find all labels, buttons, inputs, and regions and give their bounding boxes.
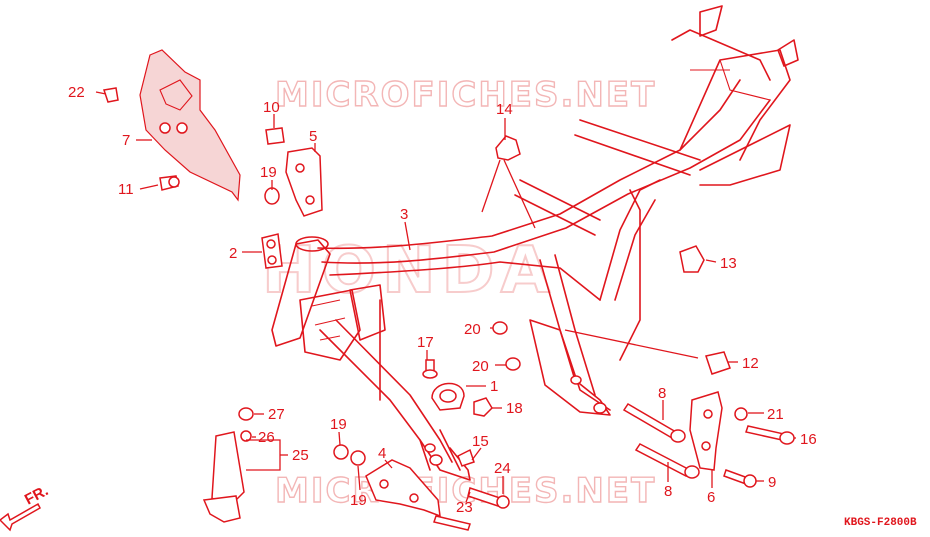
callout-20-lower: 20 <box>472 358 489 375</box>
callout-19-lower: 19 <box>330 416 347 433</box>
callout-23: 23 <box>456 499 473 516</box>
collar-part-19-lower <box>333 444 349 460</box>
main-frame-drawing <box>271 5 799 481</box>
clip-part-13 <box>679 245 705 273</box>
callout-8-lower: 8 <box>664 483 672 500</box>
callout-10: 10 <box>263 99 280 116</box>
callout-14: 14 <box>496 101 513 118</box>
callout-15: 15 <box>472 433 489 450</box>
washer-part-21 <box>734 407 748 421</box>
callout-22: 22 <box>68 84 85 101</box>
diagram-code: KBGS-F2800B <box>844 517 917 529</box>
callout-16: 16 <box>800 431 817 448</box>
callout-1: 1 <box>490 378 498 395</box>
plate-part-6 <box>689 391 723 471</box>
bolt-part-23 <box>433 515 471 531</box>
bolt-part-22 <box>103 87 119 103</box>
callout-19-bottom: 19 <box>350 492 367 509</box>
clip-part-12 <box>705 351 731 375</box>
callout-8-upper: 8 <box>658 385 666 402</box>
callout-3: 3 <box>400 206 408 223</box>
bracket-part-4 <box>365 459 441 518</box>
nut-part-10 <box>265 127 285 145</box>
callout-26: 26 <box>258 429 275 446</box>
callout-25: 25 <box>292 447 309 464</box>
callout-18: 18 <box>506 400 523 417</box>
nut-part-18 <box>473 397 493 417</box>
callout-19-top: 19 <box>260 164 277 181</box>
front-direction-arrow-icon <box>0 502 41 532</box>
callout-24: 24 <box>494 460 511 477</box>
cover-plate-part-7 <box>139 49 241 202</box>
callout-12: 12 <box>742 355 759 372</box>
callout-7: 7 <box>122 132 130 149</box>
callout-labels: 22 7 11 10 5 19 2 3 14 13 12 20 20 17 1 … <box>68 84 817 516</box>
bolt-part-16 <box>745 425 785 441</box>
callout-20-upper: 20 <box>464 321 481 338</box>
bracket-part-5 <box>285 147 323 217</box>
watermark-bottom: MICROFICHES.NET <box>275 471 656 511</box>
callout-4: 4 <box>378 445 386 462</box>
callout-11: 11 <box>118 181 134 198</box>
watermark-top: MICROFICHES.NET <box>275 75 656 115</box>
callout-17: 17 <box>417 334 434 351</box>
clip-part-15 <box>457 448 475 467</box>
link-part-25 <box>211 431 245 505</box>
collar-part-19-bottom <box>350 450 366 466</box>
callout-21: 21 <box>767 406 784 423</box>
nut-part-27 <box>238 407 254 421</box>
direction-label: FR. <box>22 482 51 508</box>
collar-part-20-lower <box>505 357 521 371</box>
collar-part-19-top <box>264 187 280 205</box>
callout-6: 6 <box>707 489 715 506</box>
callout-27: 27 <box>268 406 285 423</box>
clip-part-14 <box>495 135 521 161</box>
head-pipe <box>271 239 331 347</box>
washer-part-26 <box>240 430 252 442</box>
bolt-part-8-upper <box>622 402 678 440</box>
callout-13: 13 <box>720 255 737 272</box>
collar-part-20-upper <box>492 321 508 335</box>
callout-9: 9 <box>768 474 776 491</box>
callout-2: 2 <box>229 245 237 262</box>
leader-lines <box>95 91 796 503</box>
callout-5: 5 <box>309 128 317 145</box>
